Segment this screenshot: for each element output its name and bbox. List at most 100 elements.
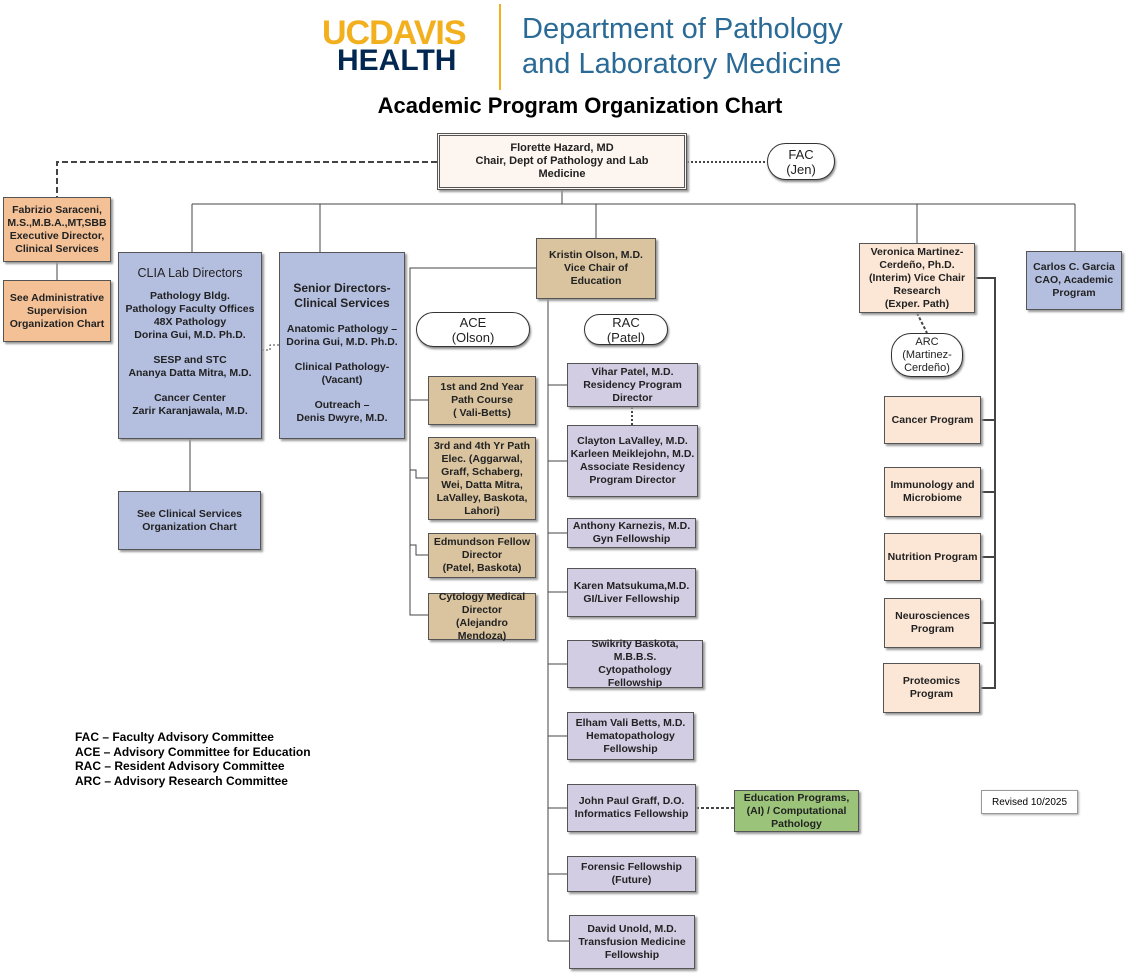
lav-box: Karen Matsukuma,M.D.GI/Liver Fellowship xyxy=(567,568,696,617)
text-line: RAC – Resident Advisory Committee xyxy=(75,759,285,773)
text-line: Anatomic Pathology – xyxy=(286,323,398,335)
text-line: Director xyxy=(461,549,503,561)
clia-group-1: Pathology Bldg.Pathology Faculty Offices… xyxy=(126,290,255,342)
text-line: Dorina Gui, M.D. Ph.D. xyxy=(134,329,246,341)
text-line: Neurosciences xyxy=(895,610,970,622)
program-box: Nutrition Program xyxy=(884,533,981,581)
text-line: Forensic Fellowship xyxy=(581,861,682,873)
clia-title: CLIA Lab Directors xyxy=(137,266,243,280)
program-box: Cancer Program xyxy=(884,396,981,444)
revised-date: Revised 10/2025 xyxy=(981,790,1078,814)
text-line: 3rd and 4th Yr Path xyxy=(433,439,531,452)
text-line: Outreach – xyxy=(314,399,370,411)
text-line: Vice Chair of xyxy=(564,262,628,274)
text-line: Director xyxy=(461,603,503,616)
text-line: (Future) xyxy=(611,874,652,886)
text-line: ( Vali-Betts) xyxy=(453,407,511,419)
text-line: ACE – Advisory Committee for Education xyxy=(75,744,311,759)
text-line: David Unold, M.D. xyxy=(587,922,677,935)
text-line: Karleen Meiklejohn, M.D. xyxy=(570,448,695,460)
health-logo: HEALTH xyxy=(337,44,457,77)
text-line: Anthony Karnezis, M.D. xyxy=(572,520,691,532)
text-line: Research xyxy=(893,284,941,297)
text-line: Associate Residency xyxy=(579,461,686,473)
text-line: John Paul Graff, D.O. xyxy=(578,795,685,807)
text-line: Veronica Martinez- xyxy=(870,245,964,258)
text-line: Organization Chart xyxy=(142,520,237,533)
text-line: Clinical Services xyxy=(294,296,390,310)
text-line: (Exper. Path) xyxy=(884,297,950,310)
text-line: Clinical Pathology- xyxy=(294,361,390,373)
senior-title: Senior Directors-Clinical Services xyxy=(293,281,390,311)
text-line: FAC – Faculty Advisory Committee xyxy=(75,730,274,744)
rac-pill: RAC(Patel) xyxy=(584,314,668,345)
clia-box: CLIA Lab Directors Pathology Bldg.Pathol… xyxy=(118,252,262,439)
text-line: (Jen) xyxy=(786,161,816,177)
veronica-box: Veronica Martinez-Cerdeño, Ph.D.(Interim… xyxy=(859,243,975,313)
text-line: Informatics Fellowship xyxy=(574,808,689,820)
text-line: Director xyxy=(612,391,653,404)
senior-directors-box: Senior Directors-Clinical Services Anato… xyxy=(279,252,405,439)
arc-pill: ARC(Martinez-Cerdeño) xyxy=(891,333,963,377)
text-line: Microbiome xyxy=(903,492,962,504)
text-line: Carlos C. Garcia xyxy=(1033,261,1115,273)
text-line: ACE xyxy=(459,314,487,330)
text-line: Ananya Datta Mitra, M.D. xyxy=(128,367,252,379)
text-line: Cancer Program xyxy=(891,413,974,426)
text-line: (AI) / Computational xyxy=(746,804,847,817)
text-line: (Vacant) xyxy=(321,374,363,386)
lav-box: Forensic Fellowship(Future) xyxy=(567,856,696,892)
text-line: Cytopathology Fellowship xyxy=(598,664,672,689)
text-line: Fabrizio Saraceni, xyxy=(12,203,102,216)
lav-box: John Paul Graff, D.O.Informatics Fellows… xyxy=(567,784,696,832)
text-line: Senior Directors- xyxy=(293,281,391,295)
text-line: Program Director xyxy=(589,474,676,486)
text-line: M.S.,M.B.A.,MT,SBB xyxy=(7,216,107,229)
text-line: ARC xyxy=(915,335,939,348)
text-line: Pathology Faculty Offices xyxy=(125,303,255,315)
text-line: CAO, Academic xyxy=(1034,274,1114,286)
dept-line-2: and Laboratory Medicine xyxy=(522,48,842,80)
text-line: Wei, Datta Mitra, xyxy=(441,478,523,491)
senior-group-2: Clinical Pathology-(Vacant) xyxy=(295,361,390,387)
ace-pill: ACE(Olson) xyxy=(416,312,530,347)
text-line: (Martinez- xyxy=(902,348,952,361)
text-line: GI/Liver Fellowship xyxy=(583,592,680,605)
senior-group-1: Anatomic Pathology –Dorina Gui, M.D. Ph.… xyxy=(286,323,397,349)
lav-box: Swikrity Baskota, M.B.B.S.Cytopathology … xyxy=(567,638,703,689)
text-line: Gyn Fellowship xyxy=(592,533,671,545)
text-line: See Clinical Services xyxy=(136,507,243,520)
text-line: Medicine xyxy=(538,168,586,180)
text-line: Fellowship xyxy=(603,742,658,755)
text-line: Residency Program xyxy=(583,378,682,391)
text-line: Kristin Olson, M.D. xyxy=(549,249,643,261)
page-title: Academic Program Organization Chart xyxy=(377,93,783,118)
text-line: Proteomics xyxy=(902,675,961,687)
text-line: FAC xyxy=(788,146,814,162)
text-line: Program xyxy=(1052,287,1096,299)
text-line: Supervision xyxy=(26,304,88,317)
text-line: Lahori) xyxy=(464,504,500,517)
text-line: (Interim) Vice Chair xyxy=(868,271,966,284)
text-line: Cerdeño) xyxy=(904,361,950,374)
text-line: See Administrative xyxy=(9,291,105,304)
lav-box: Anthony Karnezis, M.D.Gyn Fellowship xyxy=(567,518,696,548)
text-line: Cancer Center xyxy=(154,392,226,404)
